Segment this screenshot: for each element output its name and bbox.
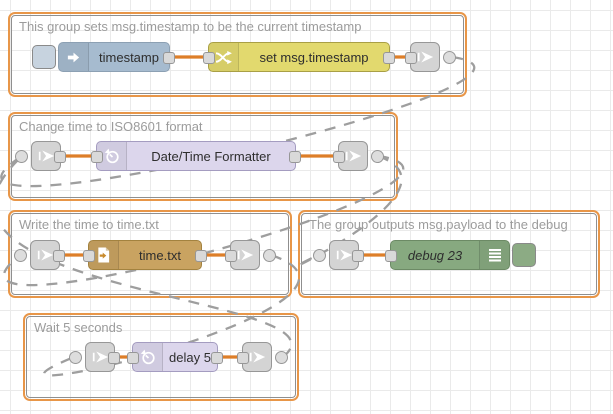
- node-link-in-2[interactable]: [15, 141, 66, 171]
- link-port[interactable]: [15, 150, 28, 163]
- node-label: time.txt: [139, 247, 181, 263]
- link-port[interactable]: [371, 150, 384, 163]
- output-port[interactable]: [108, 351, 120, 364]
- link-port[interactable]: [14, 249, 27, 262]
- node-label: set msg.timestamp: [259, 49, 369, 65]
- input-port[interactable]: [225, 249, 237, 262]
- link-wire-wait-to-iso[interactable]: [0, 155, 293, 358]
- output-port[interactable]: [383, 51, 395, 64]
- group-debug-output[interactable]: The group outputs msg.payload to the deb…: [298, 210, 600, 298]
- group-set-timestamp[interactable]: This group sets msg.timestamp to be the …: [8, 12, 467, 97]
- link-arrow-icon: [336, 249, 352, 261]
- node-link-out-1[interactable]: [405, 42, 456, 72]
- output-port[interactable]: [54, 150, 66, 163]
- node-link-in-4[interactable]: [313, 240, 364, 270]
- inject-trigger-button[interactable]: [32, 45, 56, 69]
- node-debug-23[interactable]: debug 23: [385, 240, 510, 270]
- input-port[interactable]: [333, 150, 345, 163]
- output-port[interactable]: [211, 351, 223, 364]
- input-port[interactable]: [127, 351, 139, 364]
- link-arrow-icon: [249, 351, 265, 363]
- node-link-out-3[interactable]: [225, 240, 276, 270]
- link-arrow-icon: [417, 51, 433, 63]
- node-label: timestamp: [99, 49, 159, 65]
- link-wire-iso-to-file[interactable]: [2, 154, 405, 287]
- link-wire-iso-to-debug[interactable]: [296, 154, 403, 267]
- group-wait-5s[interactable]: Wait 5 seconds: [23, 313, 299, 401]
- link-arrow-icon: [345, 150, 361, 162]
- node-inject-timestamp[interactable]: timestamp: [58, 42, 175, 72]
- node-change-set-msg-timestamp[interactable]: set msg.timestamp: [203, 42, 395, 72]
- group-inner-border: The group outputs msg.payload to the deb…: [301, 213, 597, 295]
- group-label: Write the time to time.txt: [19, 217, 159, 232]
- input-port[interactable]: [405, 51, 417, 64]
- group-label: Wait 5 seconds: [34, 320, 123, 335]
- link-port[interactable]: [275, 351, 288, 364]
- output-port[interactable]: [53, 249, 65, 262]
- link-port[interactable]: [69, 351, 82, 364]
- group-label: Change time to ISO8601 format: [19, 119, 203, 134]
- link-arrow-icon: [37, 249, 53, 261]
- input-port[interactable]: [83, 249, 95, 262]
- link-arrow-icon: [237, 249, 253, 261]
- input-port[interactable]: [385, 249, 397, 262]
- node-label: debug 23: [407, 247, 463, 263]
- group-inner-border: This group sets msg.timestamp to be the …: [11, 15, 464, 94]
- node-link-in-3[interactable]: [14, 240, 65, 270]
- debug-toggle-button[interactable]: [512, 243, 536, 267]
- group-write-file[interactable]: Write the time to time.txt: [8, 210, 292, 298]
- node-file-time-txt[interactable]: time.txt: [83, 240, 207, 270]
- inject-arrow-icon: [59, 43, 89, 71]
- link-arrow-icon: [38, 150, 54, 162]
- output-port[interactable]: [352, 249, 364, 262]
- link-port[interactable]: [263, 249, 276, 262]
- node-label: Date/Time Formatter: [151, 148, 271, 164]
- group-inner-border: Wait 5 seconds: [26, 316, 296, 398]
- link-port[interactable]: [313, 249, 326, 262]
- group-inner-border: Change time to ISO8601 format: [11, 115, 395, 198]
- group-label: This group sets msg.timestamp to be the …: [19, 19, 362, 34]
- node-delay-5s[interactable]: delay 5s: [127, 342, 223, 372]
- node-datetime-formatter[interactable]: Date/Time Formatter: [91, 141, 301, 171]
- group-iso8601[interactable]: Change time to ISO8601 format: [8, 112, 398, 201]
- node-link-out-5[interactable]: [237, 342, 288, 372]
- input-port[interactable]: [237, 351, 249, 364]
- node-link-out-2[interactable]: [333, 141, 384, 171]
- group-label: The group outputs msg.payload to the deb…: [309, 217, 568, 232]
- input-port[interactable]: [203, 51, 215, 64]
- output-port[interactable]: [195, 249, 207, 262]
- link-port[interactable]: [443, 51, 456, 64]
- link-arrow-icon: [92, 351, 108, 363]
- output-port[interactable]: [289, 150, 301, 163]
- group-inner-border: Write the time to time.txt: [11, 213, 289, 295]
- input-port[interactable]: [91, 150, 103, 163]
- node-link-in-5[interactable]: [69, 342, 120, 372]
- output-port[interactable]: [163, 51, 175, 64]
- node-label: delay 5s: [169, 349, 218, 365]
- debug-list-icon: [479, 241, 509, 269]
